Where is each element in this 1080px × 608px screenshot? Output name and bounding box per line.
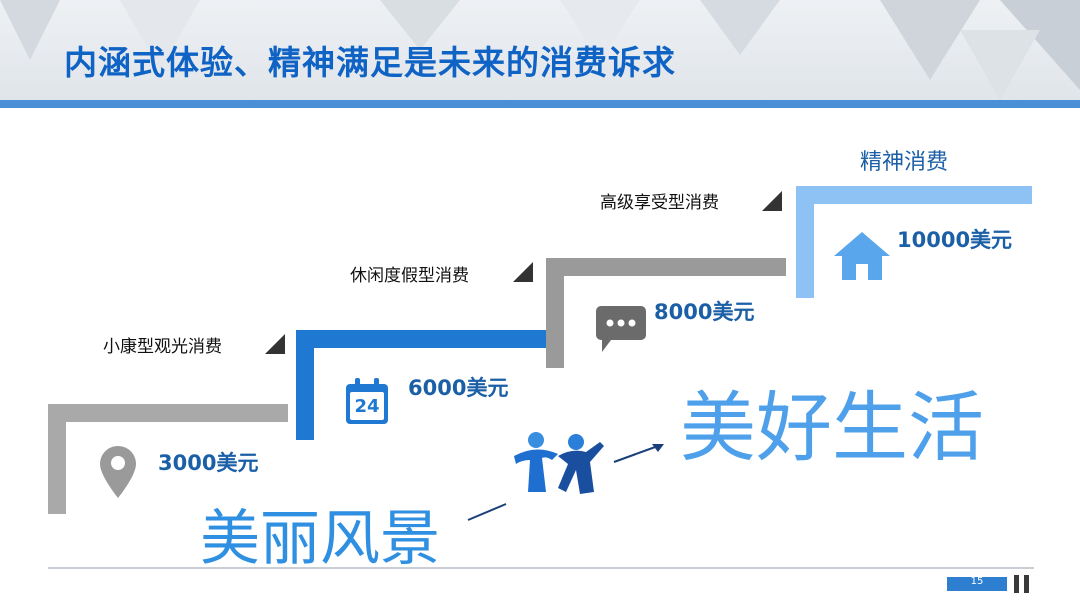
calendar-day: 24 [354, 396, 380, 417]
header-pattern [0, 0, 1080, 100]
stair-step-2 [296, 330, 546, 440]
arrow-right-icon [613, 444, 664, 463]
slogan-better-life: 美好生活 [680, 383, 984, 472]
step-2-triangle-icon [513, 262, 533, 282]
stair-step-3 [546, 258, 786, 368]
page-title: 内涵式体验、精神满足是未来的消费诉求 [64, 43, 676, 82]
page-number-badge [947, 577, 1007, 591]
step-1-price: 3000美元 [158, 451, 259, 475]
step-4-price: 10000美元 [897, 228, 1013, 252]
step-1-triangle-icon [265, 334, 285, 354]
location-pin-icon [100, 446, 136, 498]
footer-bar-icon [1014, 575, 1019, 593]
slogan-beautiful-scenery: 美丽风景 [200, 504, 440, 574]
header-banner [0, 0, 1080, 108]
home-icon [834, 232, 890, 280]
chat-bubble-icon [596, 306, 646, 352]
header-accent-bar [0, 100, 1080, 108]
stair-step-4 [796, 186, 1032, 298]
step-3-price: 8000美元 [654, 300, 755, 324]
step-4-label: 精神消费 [860, 150, 949, 175]
footer-divider [48, 567, 1034, 569]
dancing-people-icon [514, 432, 604, 494]
left-connector-line [467, 503, 507, 521]
step-2-price: 6000美元 [408, 376, 509, 400]
step-3-triangle-icon [762, 191, 782, 211]
calendar-icon [346, 378, 388, 424]
page-number: 15 [970, 576, 984, 587]
step-2-label: 休闲度假型消费 [350, 266, 469, 286]
footer-bar-icon [1024, 575, 1029, 593]
stair-step-1 [48, 404, 288, 514]
step-1-label: 小康型观光消费 [103, 337, 222, 357]
step-3-label: 高级享受型消费 [600, 193, 719, 213]
